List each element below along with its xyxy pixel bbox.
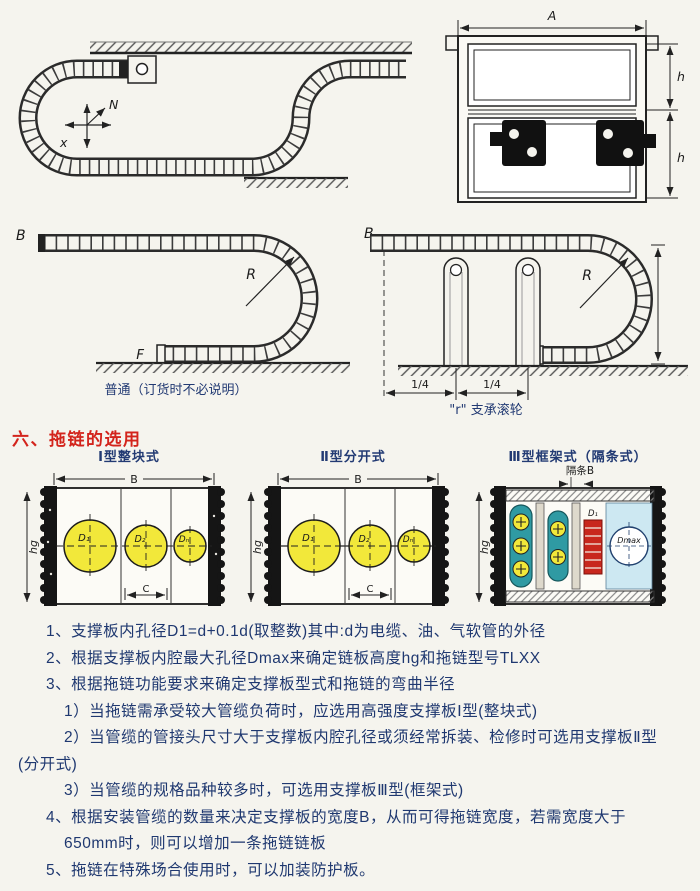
type1-block: Ⅰ型整块式 B hg bbox=[22, 446, 236, 616]
top-rail-hatch bbox=[90, 42, 412, 53]
note-5: 5、拖链在特殊场合使用时，可以加装防护板。 bbox=[46, 861, 376, 879]
link-strip-left bbox=[490, 486, 506, 606]
d1-label: D₁ bbox=[302, 533, 314, 544]
dn-label: Dₙ bbox=[179, 535, 190, 545]
note-3-3: 3）当管缆的规格品种较多时，可选用支撑板Ⅲ型(框架式) bbox=[64, 782, 464, 799]
link-strip-right bbox=[208, 486, 225, 606]
direction-cross-icon bbox=[65, 104, 111, 148]
support-roller-right bbox=[515, 257, 541, 366]
type3-title: Ⅲ型框架式（隔条式） bbox=[508, 449, 648, 464]
mount-clamp-right bbox=[596, 120, 644, 166]
dim-quarter-left: 1/4 bbox=[411, 378, 429, 391]
label-f: F bbox=[136, 347, 144, 363]
bottom-rail bbox=[505, 590, 655, 603]
label-r: R bbox=[246, 267, 256, 283]
ground-hatch bbox=[244, 178, 348, 188]
d1-label: D₁ bbox=[78, 533, 90, 544]
axis-n-label: N bbox=[109, 97, 119, 112]
note-2: 2、根据支撑板内腔最大孔径Dmax来确定链板高度hg和拖链型号TLXX bbox=[46, 649, 541, 667]
ground-hatch bbox=[398, 366, 688, 376]
plain-bend-caption: 普通（订货时不必说明） bbox=[104, 382, 247, 398]
note-3: 3、根据拖链功能要求来确定支撑板型式和拖链的弯曲半径 bbox=[46, 676, 456, 693]
type3-hg-label: hg bbox=[478, 540, 491, 554]
bend-chain-path bbox=[370, 234, 653, 364]
dim-h-top-label: h bbox=[677, 69, 685, 84]
type3-block: Ⅲ型框架式（隔条式） 隔条B hg bbox=[474, 446, 682, 616]
chain-layout-drawing: N x bbox=[18, 41, 412, 188]
type2-title: Ⅱ型分开式 bbox=[320, 449, 386, 464]
dim-quarter-right: 1/4 bbox=[483, 378, 501, 391]
d2-label: D₂ bbox=[358, 534, 369, 545]
type1-c-label: C bbox=[143, 584, 150, 595]
type2-diagram: B hg bbox=[247, 473, 449, 606]
d2-label: D₂ bbox=[134, 534, 145, 545]
type1-title: Ⅰ型整块式 bbox=[98, 449, 160, 464]
spacer-bar bbox=[571, 502, 581, 590]
section-heading: 六、拖链的选用 bbox=[12, 430, 142, 450]
type1-b-label: B bbox=[130, 473, 138, 486]
link-strip-left bbox=[264, 486, 281, 606]
label-r: R bbox=[582, 268, 592, 284]
drag-chain-path bbox=[18, 59, 406, 177]
link-strip-right bbox=[432, 486, 449, 606]
upper-channel bbox=[467, 43, 637, 107]
type2-hg-label: hg bbox=[251, 540, 264, 554]
bend-chain-path bbox=[44, 234, 319, 363]
dn-label: Dₙ bbox=[403, 535, 414, 545]
type1-diagram: B hg bbox=[23, 473, 225, 606]
chain-cross-section-drawing: A h h bbox=[445, 8, 685, 203]
d1-label: D₁ bbox=[588, 509, 598, 519]
link-strip-left bbox=[40, 486, 57, 606]
note-1: 1、支撑板内孔径D1=d+0.1d(取整数)其中:d为电缆、油、气软管的外径 bbox=[46, 623, 546, 640]
type1-hg-label: hg bbox=[27, 540, 40, 554]
dim-a-label: A bbox=[547, 8, 557, 23]
dmax-label: Dmax bbox=[617, 536, 641, 545]
type2-block: Ⅱ型分开式 B hg bbox=[246, 446, 460, 616]
type2-b-label: B bbox=[354, 473, 362, 486]
roller-bend-drawing: B R 1/4 1/4 bbox=[364, 226, 688, 418]
dim-h-bottom-label: h bbox=[677, 150, 685, 165]
support-roller-left bbox=[443, 257, 469, 366]
plain-bend-drawing: B R F 普通（订货时不必说明） bbox=[16, 228, 350, 398]
ground-hatch bbox=[96, 363, 350, 373]
type2-c-label: C bbox=[367, 584, 374, 595]
note-4: 4、根据安装管缆的数量来决定支撑板的宽度B，从而可得拖链宽度，若需宽度大于650… bbox=[46, 808, 626, 853]
mount-clamp-left bbox=[502, 120, 546, 166]
chain-end-plate bbox=[156, 344, 166, 364]
top-rail bbox=[505, 489, 655, 502]
note-3-2: 2）当管缆的管接头尺寸大于支撑板内腔孔径或须经常拆装、检修时可选用支撑板Ⅱ型(分… bbox=[18, 729, 658, 773]
label-b: B bbox=[364, 226, 374, 242]
label-b: B bbox=[16, 228, 26, 244]
roller-bend-caption: "r" 支承滚轮 bbox=[449, 402, 522, 418]
spacer-b-label: 隔条B bbox=[566, 464, 594, 477]
note-3-1: 1）当拖链需承受较大管缆负荷时，应选用高强度支撑板Ⅰ型(整块式) bbox=[64, 702, 538, 720]
link-strip-right bbox=[650, 486, 666, 606]
selection-notes: 1、支撑板内孔径D1=d+0.1d(取整数)其中:d为电缆、油、气软管的外径 2… bbox=[8, 619, 658, 884]
type3-diagram: 隔条B hg bbox=[475, 464, 666, 606]
spacer-bar bbox=[535, 502, 545, 590]
axis-x-label: x bbox=[59, 135, 68, 150]
